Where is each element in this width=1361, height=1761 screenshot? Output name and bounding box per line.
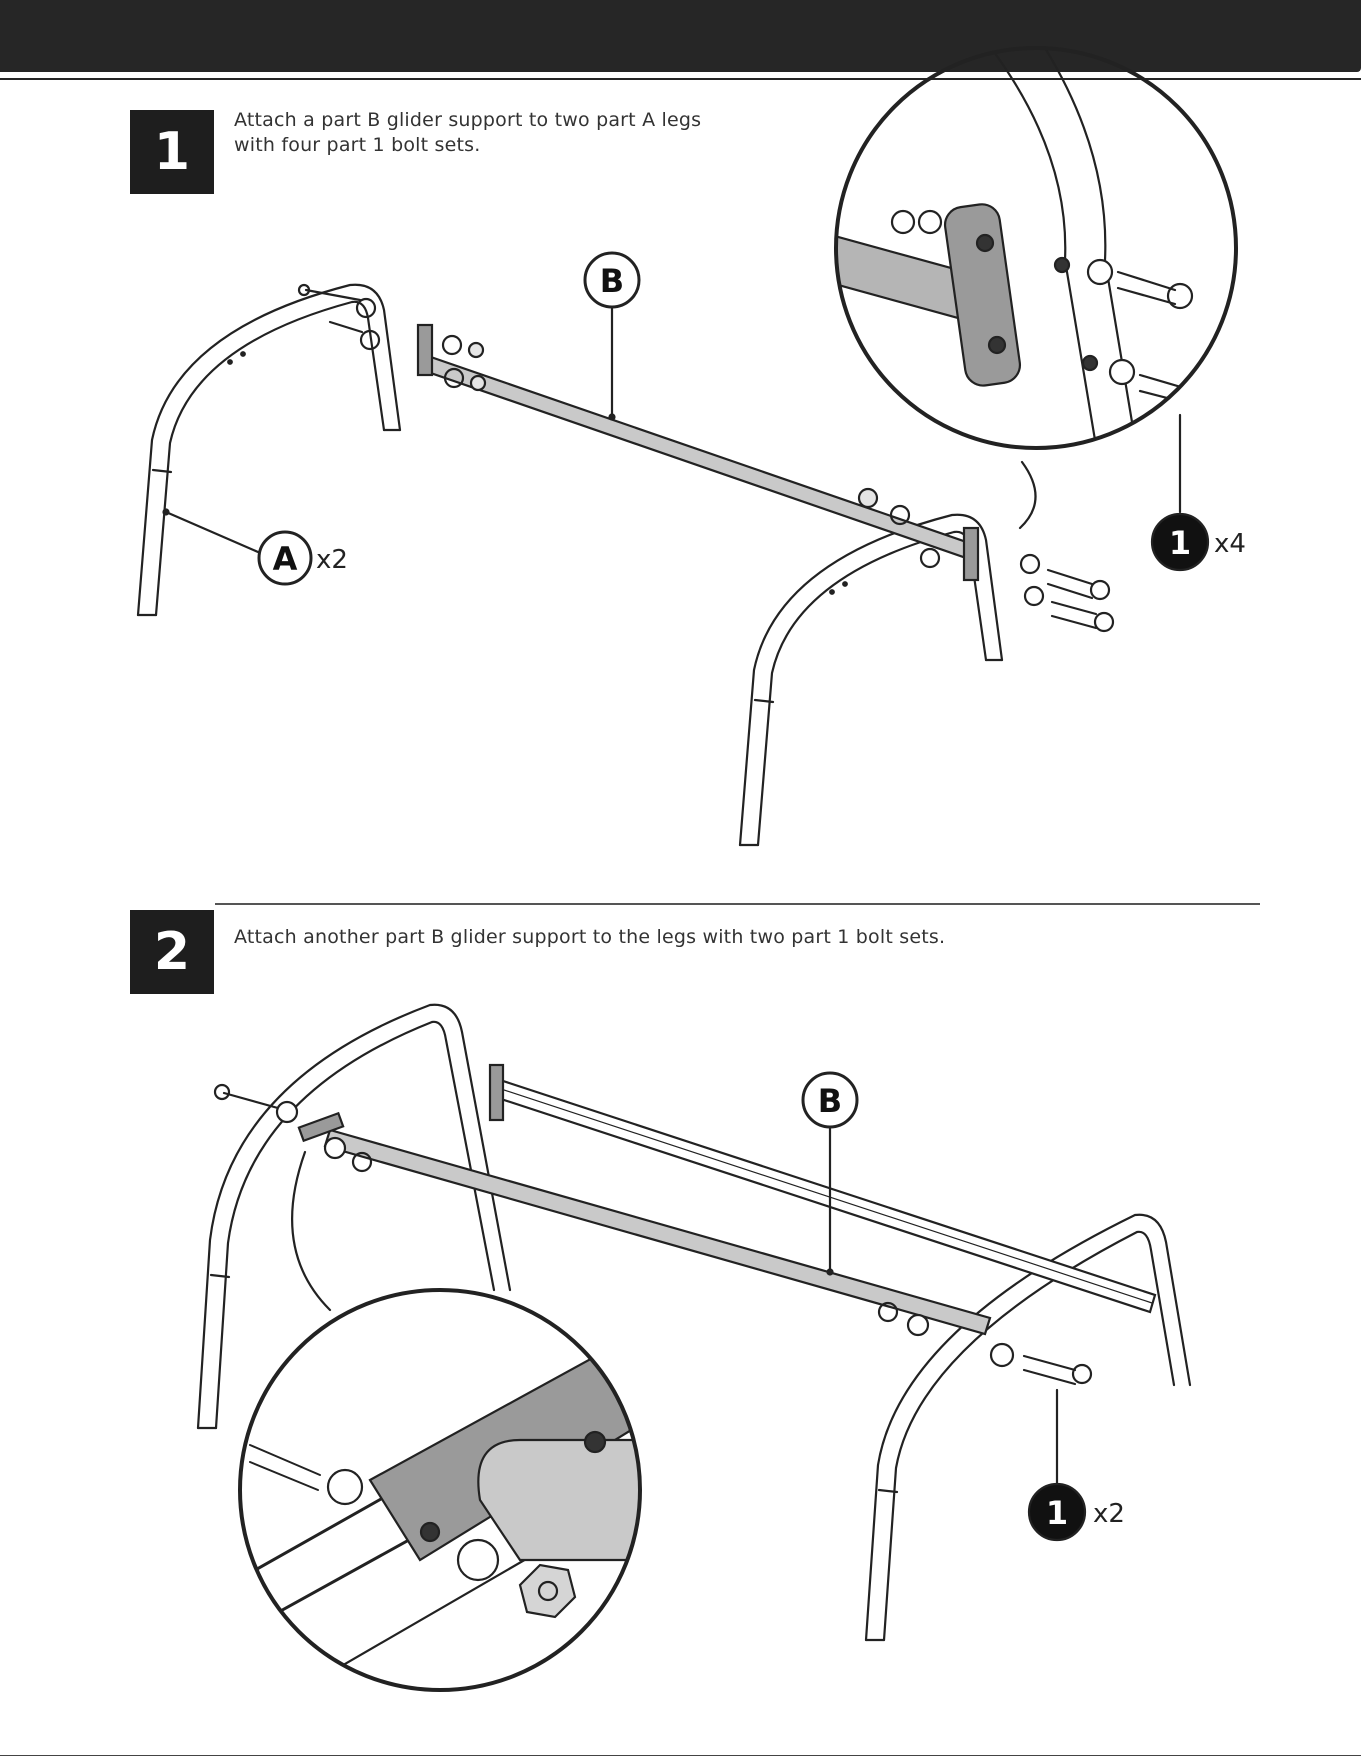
right-leg-a-drawing	[740, 515, 1002, 845]
step-1-callout-b: B	[600, 262, 624, 300]
step-2-callout-1-qty: x2	[1093, 1499, 1125, 1529]
step-1-callout-1: 1	[1169, 524, 1191, 562]
step-2-callout-b: B	[818, 1082, 842, 1120]
step-2-callout-1: 1	[1046, 1494, 1068, 1532]
step-1-callout-a: A	[273, 540, 298, 578]
step-1-diagram	[138, 40, 1236, 845]
step-1-callout-a-qty: x2	[316, 545, 348, 575]
step-1-callout-1-qty: x4	[1214, 529, 1246, 559]
step-2-diagram	[198, 1005, 1190, 1690]
